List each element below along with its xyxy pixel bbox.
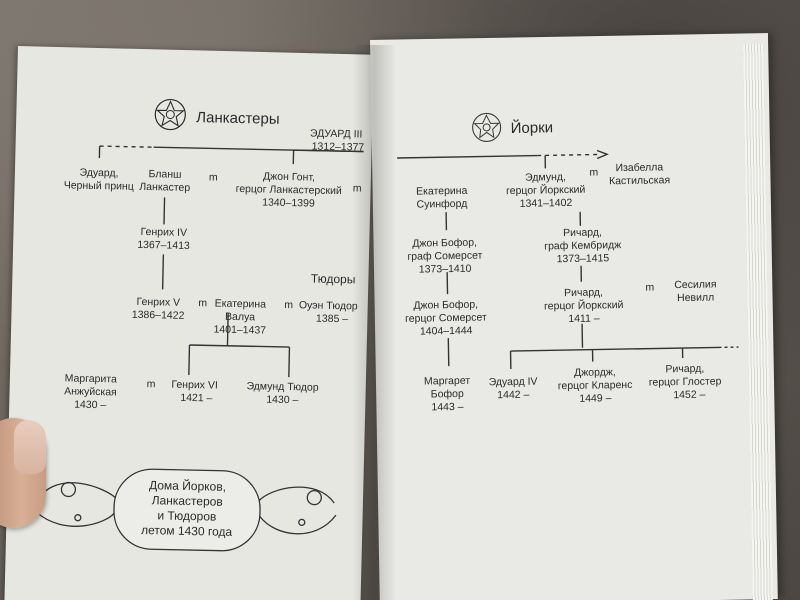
george-name: Джордж,: [574, 366, 616, 379]
edward-title: Черный принц: [64, 179, 134, 192]
henry6-years: 1421 –: [180, 392, 213, 405]
richard-cambridge-name: Ричард,: [563, 226, 602, 239]
marriage-mark: m: [645, 282, 654, 294]
richard-york-name: Ричард,: [564, 286, 603, 299]
john-gaunt-name: Джон Гонт,: [263, 171, 315, 184]
cecily-surname: Невилл: [677, 291, 714, 304]
richard-york-title: герцог Йоркский: [544, 298, 624, 312]
margaret-beaufort-years: 1443 –: [431, 401, 463, 414]
george-title: герцог Кларенс: [558, 379, 633, 392]
catherine-name: Екатерина: [215, 298, 267, 311]
book-spine: [352, 45, 396, 600]
lancaster-title: Ланкастеры: [196, 109, 280, 128]
catherine-house: Валуа: [225, 311, 255, 324]
marriage-mark: m: [147, 378, 156, 390]
katherine-swynford-name: Екатерина: [416, 185, 468, 198]
tudors-label: Тюдоры: [311, 272, 356, 287]
caption-line: Дома Йорков,: [149, 477, 226, 494]
edmund-tudor-name: Эдмунд Тюдор: [246, 380, 319, 394]
henry5-name: Генрих V: [136, 296, 180, 309]
founder-name: ЭДУАРД III: [310, 127, 363, 140]
richard-gloucester-name: Ричард,: [665, 363, 704, 376]
marriage-mark: m: [209, 171, 218, 183]
henry6-name: Генрих VI: [171, 379, 218, 392]
marriage-mark: m: [353, 182, 362, 194]
york-title: Йорки: [510, 118, 553, 137]
margaret-name: Маргарита: [65, 372, 118, 385]
john-beaufort1-title: граф Сомерсет: [407, 250, 482, 263]
margaret-house: Анжуйская: [64, 385, 117, 398]
richard-cambridge-years: 1373–1415: [557, 252, 610, 265]
owen-years: 1385 –: [316, 313, 349, 326]
john-beaufort2-name: Джон Бофор,: [413, 299, 478, 312]
henry5-years: 1386–1422: [132, 309, 185, 322]
edward4-name: Эдуард IV: [489, 376, 538, 389]
katherine-swynford-surname: Суинфорд: [417, 198, 468, 211]
blanche-name: Бланш: [148, 168, 181, 181]
marriage-mark: m: [284, 299, 293, 311]
john-gaunt-title: герцог Ланкастерский: [236, 183, 343, 197]
edward4-years: 1442 –: [497, 389, 529, 402]
edmund-york-name: Эдмунд,: [525, 171, 566, 184]
john-gaunt-years: 1340–1399: [262, 196, 315, 209]
caption-line: и Тюдоров: [157, 508, 216, 523]
john-beaufort1-years: 1373–1410: [419, 263, 472, 276]
john-beaufort2-years: 1404–1444: [420, 325, 473, 338]
george-years: 1449 –: [579, 392, 611, 405]
isabella-name: Изабелла: [615, 161, 663, 174]
rose-emblem-icon: [472, 112, 502, 142]
edmund-york-title: герцог Йоркский: [506, 183, 586, 197]
caption-cartouche: [35, 468, 337, 552]
blanche-house: Ланкастер: [139, 181, 190, 194]
edward-name: Эдуард,: [79, 167, 118, 180]
john-beaufort2-title: герцог Сомерсет: [405, 311, 487, 324]
henry4-name: Генрих IV: [140, 226, 187, 239]
margaret-beaufort-surname: Бофор: [431, 388, 464, 401]
caption-line: летом 1430 года: [141, 523, 233, 539]
owen-name: Оуэн Тюдор: [299, 299, 358, 312]
edmund-york-years: 1341–1402: [520, 197, 573, 210]
margaret-beaufort-name: Маргарет: [424, 375, 471, 388]
caption-line: Ланкастеров: [152, 493, 223, 508]
york-lines: [397, 149, 739, 370]
john-beaufort1-name: Джон Бофор,: [412, 237, 477, 250]
rose-emblem-icon: [154, 98, 186, 131]
thumb-nail: [14, 420, 46, 474]
richard-gloucester-title: герцог Глостер: [649, 375, 722, 388]
richard-cambridge-title: граф Кембридж: [544, 239, 621, 252]
lancaster-lines: [98, 145, 364, 378]
richard-gloucester-years: 1452 –: [673, 389, 705, 402]
marriage-mark: m: [589, 166, 598, 178]
marriage-mark: m: [198, 297, 207, 309]
cecily-name: Сесилия: [674, 278, 716, 291]
isabella-house: Кастильская: [609, 174, 670, 187]
edmund-tudor-years: 1430 –: [266, 394, 299, 407]
henry4-years: 1367–1413: [137, 239, 190, 252]
richard-york-years: 1411 –: [568, 312, 600, 325]
catherine-years: 1401–1437: [213, 323, 266, 336]
margaret-years: 1430 –: [74, 399, 107, 412]
